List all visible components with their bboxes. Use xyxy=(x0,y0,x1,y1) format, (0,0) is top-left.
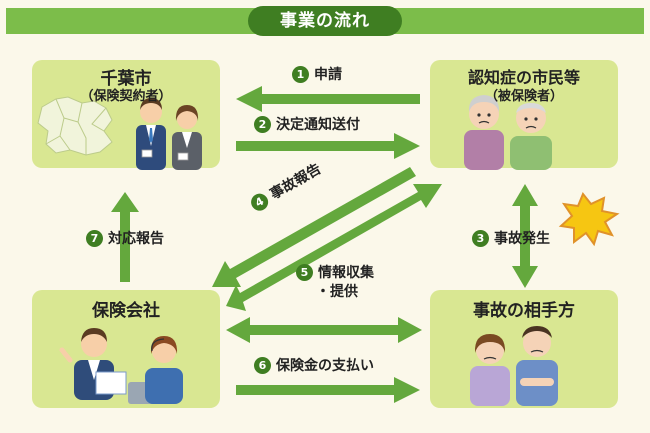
party-woman-icon xyxy=(470,334,510,406)
step-5-label-line2: ・提供 xyxy=(316,281,358,301)
step-3-text: 事故発生 xyxy=(494,231,550,247)
citizen-subtitle: （被保険者） xyxy=(484,89,563,104)
arrow-decision-notice xyxy=(236,133,420,159)
city-subtitle: （保険契約者） xyxy=(80,89,172,104)
step-2-text: 決定通知送付 xyxy=(276,117,360,133)
diagram-title: 事業の流れ xyxy=(280,11,370,31)
step-5-text-line1: 情報収集 xyxy=(318,265,374,281)
step-1-number: 1 xyxy=(292,65,309,83)
operator-woman-icon xyxy=(128,336,183,404)
city-staff-woman-icon xyxy=(172,105,202,170)
party-title: 事故の相手方 xyxy=(473,301,575,321)
arrow-response-report xyxy=(111,192,139,282)
step-6-label: 6 保険金の支払い xyxy=(254,355,374,375)
step-5-number: 5 xyxy=(296,263,313,281)
arrow-accident-occurrence xyxy=(512,184,538,288)
step-2-label: 2 決定通知送付 xyxy=(254,114,360,134)
arrow-information xyxy=(226,184,442,311)
arrow-payment xyxy=(236,377,420,403)
insurance-man-icon xyxy=(59,328,127,400)
step-1-text: 申請 xyxy=(314,67,342,83)
step-1-label: 1 申請 xyxy=(292,64,342,84)
city-title: 千葉市 xyxy=(100,69,152,89)
step-3-number: 3 xyxy=(472,229,489,247)
step-6-text: 保険金の支払い xyxy=(276,358,374,374)
step-7-label: 7 対応報告 xyxy=(86,228,164,248)
step-7-text: 対応報告 xyxy=(108,231,164,247)
step-5-label: 5 情報収集 xyxy=(296,262,374,282)
chiba-map-icon xyxy=(37,96,113,156)
insurer-title: 保険会社 xyxy=(92,301,160,321)
step-5-text-line2: ・提供 xyxy=(316,284,358,300)
citizen-title: 認知症の市民等 xyxy=(467,68,580,87)
step-2-number: 2 xyxy=(254,115,271,133)
title-pill xyxy=(248,6,402,36)
step-7-number: 7 xyxy=(86,229,103,247)
city-staff-man-icon xyxy=(136,98,166,170)
arrow-accident-report xyxy=(212,167,416,287)
explosion-icon xyxy=(558,192,620,247)
arrow-apply xyxy=(236,86,420,112)
arrow-information-horizontal xyxy=(226,317,422,343)
elderly-man-icon xyxy=(510,103,552,170)
step-3-label: 3 事故発生 xyxy=(472,228,550,248)
elderly-woman-icon xyxy=(464,95,504,170)
step-6-number: 6 xyxy=(254,356,271,374)
party-man-icon xyxy=(516,326,558,406)
